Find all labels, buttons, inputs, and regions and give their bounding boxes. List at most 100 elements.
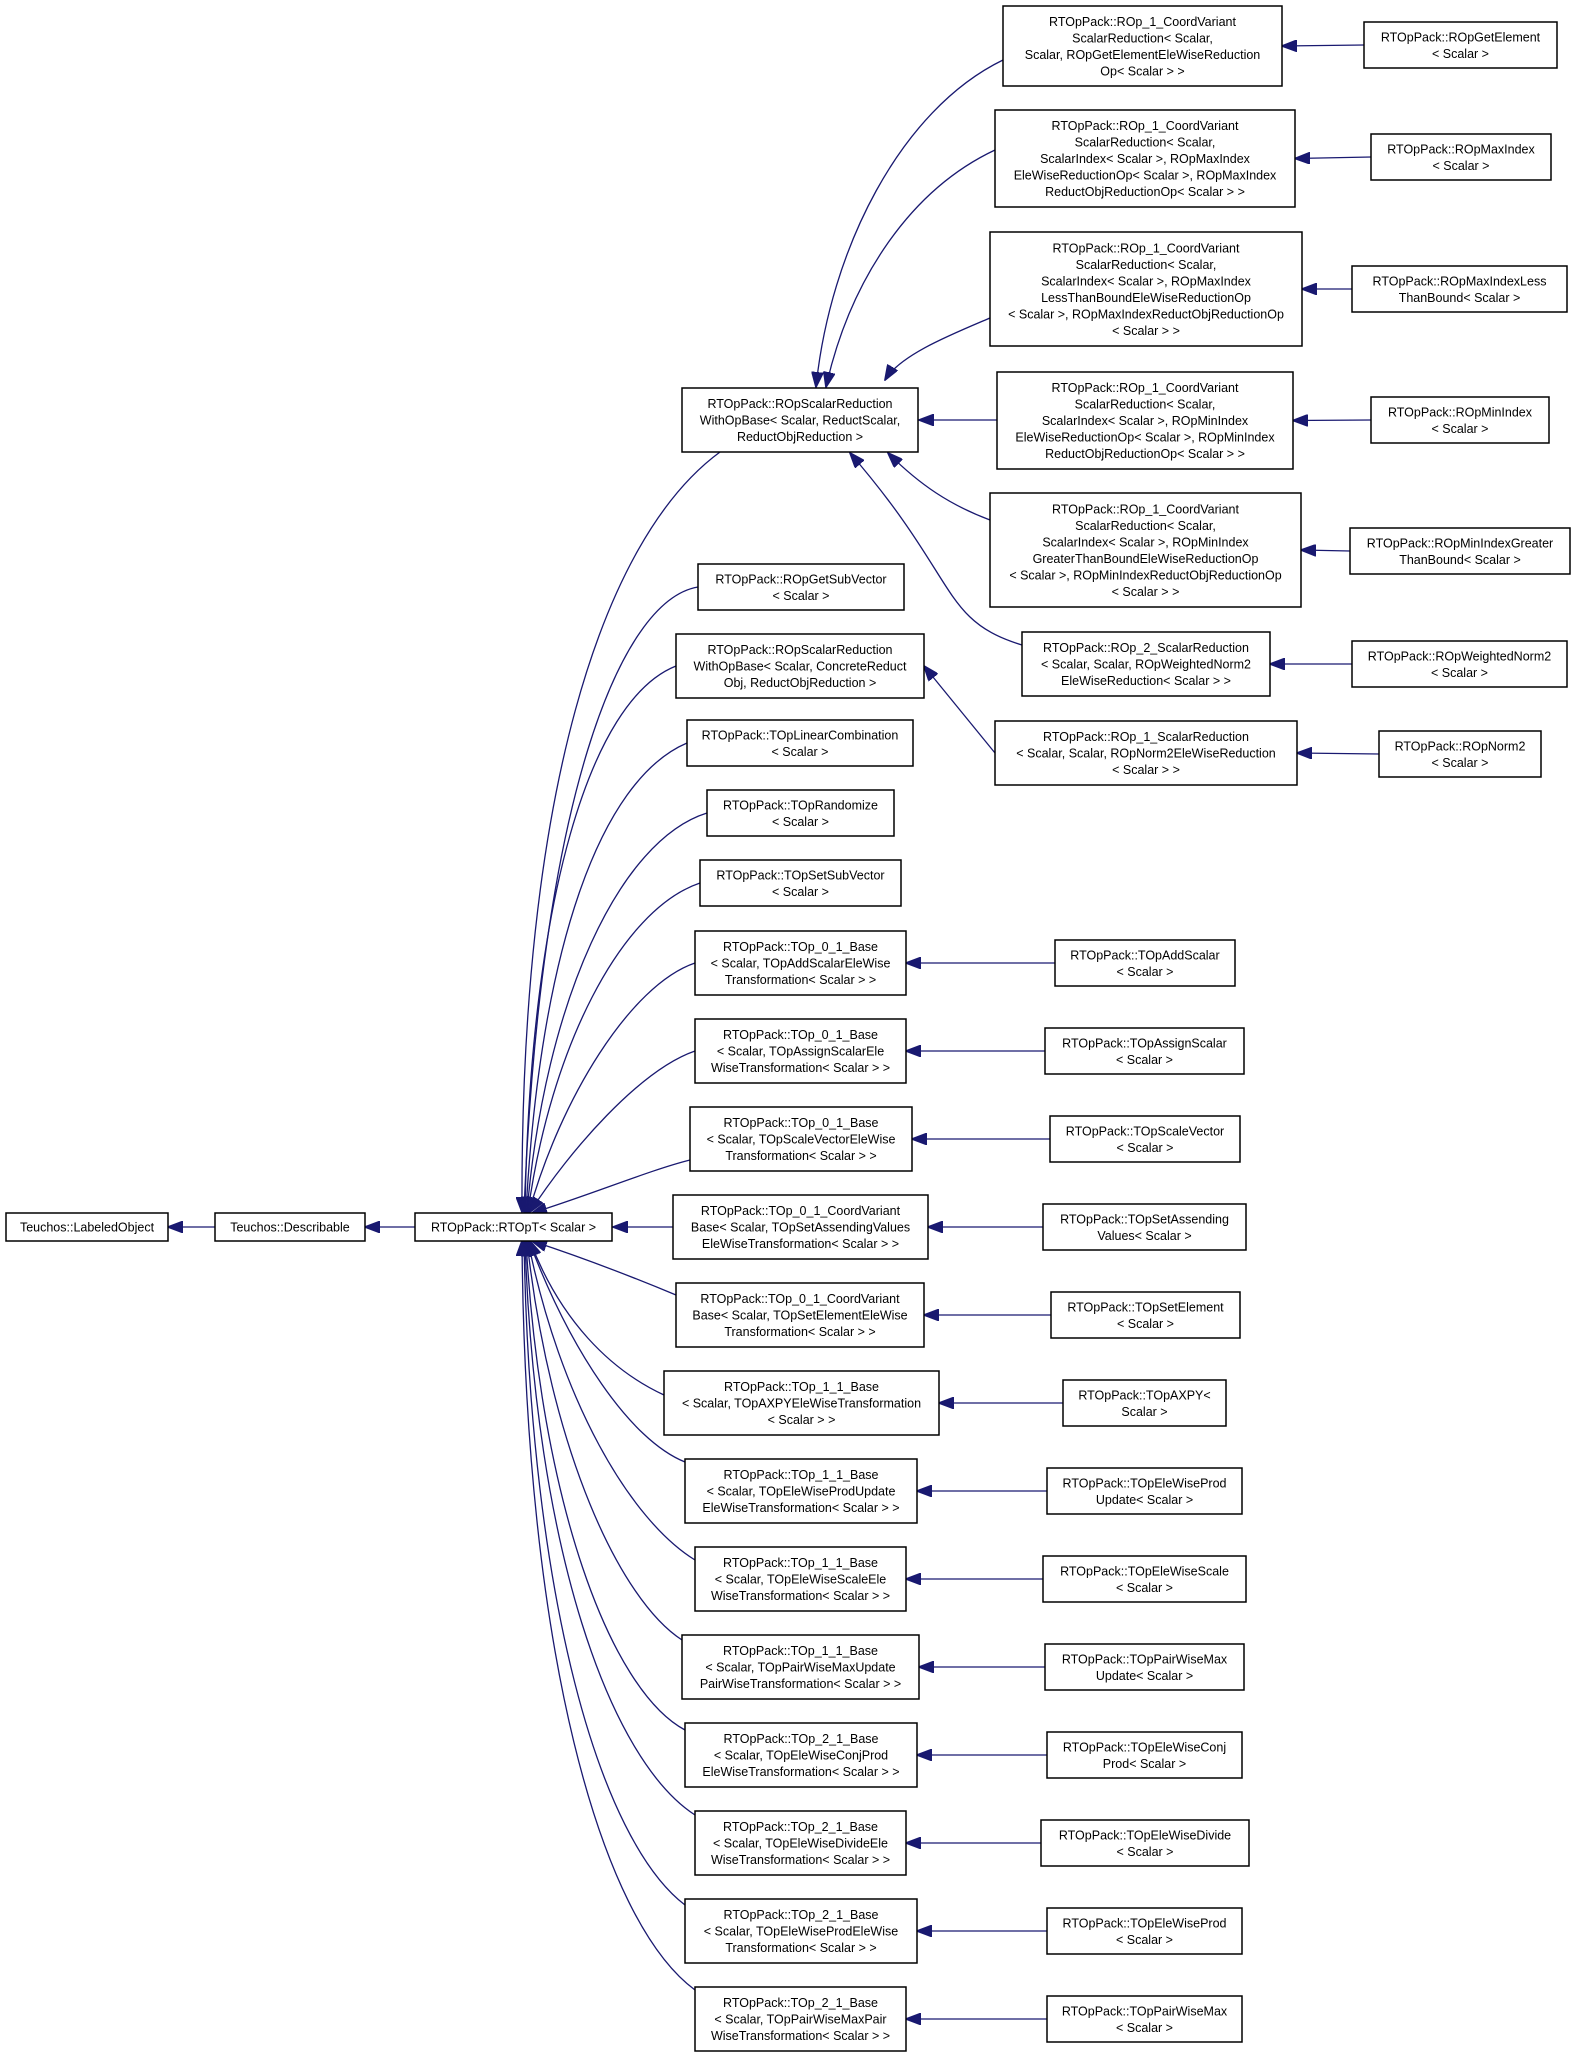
class-node-produpdate[interactable]: RTOpPack::TOpEleWiseProdUpdate< Scalar > [1046,1467,1243,1515]
class-node-t11d[interactable]: RTOpPack::TOp_1_1_Base< Scalar, TOpPairW… [681,1634,920,1700]
class-node-srw2[interactable]: RTOpPack::ROpScalarReductionWithOpBase< … [675,633,925,699]
edge-t01b-to-rtopt [530,1050,696,1212]
class-node-t21b[interactable]: RTOpPack::TOp_2_1_Base< Scalar, TOpEleWi… [694,1810,907,1876]
class-node-label-line: < Scalar, TOpPairWiseMaxUpdate [705,1661,895,1675]
class-node-box [214,1212,366,1242]
class-node-maxidx[interactable]: RTOpPack::ROpMaxIndex< Scalar > [1370,133,1552,181]
class-node-setsub[interactable]: RTOpPack::TOpSetSubVector< Scalar > [699,859,902,907]
edge-maxidx-to-cv2 [1295,157,1372,159]
class-node-r1[interactable]: RTOpPack::ROp_1_ScalarReduction< Scalar,… [994,720,1298,786]
class-node-label-line: RTOpPack::ROpNorm2 [1395,739,1526,753]
class-node-cv4[interactable]: RTOpPack::ROp_1_CoordVariantScalarReduct… [996,371,1294,470]
class-node-label-line: RTOpPack::ROp_1_CoordVariant [1052,381,1239,395]
class-node-axpy[interactable]: RTOpPack::TOpAXPY< Scalar > [1062,1379,1227,1427]
class-node-minidx[interactable]: RTOpPack::ROpMinIndex< Scalar > [1370,396,1550,444]
class-node-label-line: < Scalar > > [1112,763,1180,777]
class-node-label-line: ScalarIndex< Scalar >, ROpMinIndex [1042,414,1249,428]
class-node-label-line: RTOpPack::ROpScalarReduction [707,397,892,411]
class-node-getelem[interactable]: RTOpPack::ROpGetElement< Scalar > [1363,21,1558,69]
class-node-label-line: ScalarReduction< Scalar, [1075,519,1216,533]
class-node-divide[interactable]: RTOpPack::TOpEleWiseDivide< Scalar > [1040,1819,1250,1867]
class-node-box [694,1018,907,1084]
class-node-box [989,231,1303,347]
class-node-t11a[interactable]: RTOpPack::TOp_1_1_Base< Scalar, TOpAXPYE… [663,1370,940,1436]
class-node-conjprod[interactable]: RTOpPack::TOpEleWiseConjProd< Scalar > [1046,1731,1243,1779]
class-node-box [681,387,919,453]
class-node-t11c[interactable]: RTOpPack::TOp_1_1_Base< Scalar, TOpEleWi… [694,1546,907,1612]
class-node-getsub[interactable]: RTOpPack::ROpGetSubVector< Scalar > [697,563,905,611]
class-node-label-line: < Scalar > [1433,159,1490,173]
edges-layer [168,45,1380,2019]
class-node-wnorm2[interactable]: RTOpPack::ROpWeightedNorm2< Scalar > [1351,640,1568,688]
class-node-label-line: < Scalar > [1116,1053,1173,1067]
class-node-labeled[interactable]: Teuchos::LabeledObject [5,1212,169,1242]
class-node-label-line: < Scalar > [1116,2021,1173,2035]
class-node-scalevector[interactable]: RTOpPack::TOpScaleVector< Scalar > [1049,1115,1241,1163]
class-node-norm2[interactable]: RTOpPack::ROpNorm2< Scalar > [1378,730,1542,778]
edge-t11b-to-rtopt [529,1241,686,1463]
class-node-t11b[interactable]: RTOpPack::TOp_1_1_Base< Scalar, TOpEleWi… [684,1458,918,1524]
class-node-box [684,1898,918,1964]
class-node-assignscalar[interactable]: RTOpPack::TOpAssignScalar< Scalar > [1044,1027,1245,1075]
class-node-pwmaxupdate[interactable]: RTOpPack::TOpPairWiseMaxUpdate< Scalar > [1044,1643,1245,1691]
class-node-cv3[interactable]: RTOpPack::ROp_1_CoordVariantScalarReduct… [989,231,1303,347]
class-node-label-line: Prod< Scalar > [1103,1757,1186,1771]
class-node-label-line: Teuchos::LabeledObject [20,1221,155,1235]
edge-linear-to-rtopt [526,742,688,1212]
class-node-elescale[interactable]: RTOpPack::TOpEleWiseScale< Scalar > [1042,1555,1247,1603]
edge-cv3-to-srw1 [885,317,991,380]
class-node-t21c[interactable]: RTOpPack::TOp_2_1_Base< Scalar, TOpEleWi… [684,1898,918,1964]
class-node-cv1[interactable]: RTOpPack::ROp_1_CoordVariantScalarReduct… [1002,5,1283,87]
class-node-srw1[interactable]: RTOpPack::ROpScalarReductionWithOpBase< … [681,387,919,453]
class-node-t21d[interactable]: RTOpPack::TOp_2_1_Base< Scalar, TOpPairW… [694,1986,907,2052]
class-node-linear[interactable]: RTOpPack::TOpLinearCombination< Scalar > [686,719,914,767]
class-node-label-line: < Scalar > [1116,1581,1173,1595]
class-node-cv5[interactable]: RTOpPack::ROp_1_CoordVariantScalarReduct… [989,492,1302,608]
edge-cv2-to-srw1 [826,149,996,387]
class-node-box [684,1722,918,1788]
class-node-random[interactable]: RTOpPack::TOpRandomize< Scalar > [706,789,895,837]
class-node-label-line: < Scalar, TOpScaleVectorEleWise [707,1133,896,1147]
edge-r1-to-srw2 [924,666,996,754]
class-node-label-line: < Scalar > [1117,1845,1174,1859]
class-node-label-line: RTOpPack::TOp_1_1_Base [724,1380,879,1394]
class-node-pwmax[interactable]: RTOpPack::TOpPairWiseMax< Scalar > [1046,1995,1243,2043]
class-node-label-line: WiseTransformation< Scalar > > [711,1853,890,1867]
class-node-label-line: Obj, ReductObjReduction > [724,676,877,690]
class-node-label-line: < Scalar > [1117,1141,1174,1155]
class-node-t01c[interactable]: RTOpPack::TOp_0_1_Base< Scalar, TOpScale… [689,1106,913,1172]
edge-t21a-to-rtopt [526,1241,686,1731]
class-node-cv2[interactable]: RTOpPack::ROp_1_CoordVariantScalarReduct… [994,109,1296,208]
class-node-eleprod[interactable]: RTOpPack::TOpEleWiseProd< Scalar > [1046,1907,1243,1955]
class-node-setelement[interactable]: RTOpPack::TOpSetElement< Scalar > [1050,1291,1241,1339]
class-node-label-line: Update< Scalar > [1096,1669,1193,1683]
class-node-box [1046,1907,1243,1955]
class-node-r2[interactable]: RTOpPack::ROp_2_ScalarReduction< Scalar,… [1021,631,1271,697]
class-node-box [675,1282,925,1348]
edge-t01cv2-to-rtopt [532,1241,677,1296]
class-node-label-line: ScalarIndex< Scalar >, ROpMinIndex [1042,535,1249,549]
edge-cv5-to-srw1 [888,453,991,521]
class-node-label-line: RTOpPack::TOp_1_1_Base [724,1468,879,1482]
class-node-label-line: RTOpPack::TOpSetAssending [1060,1212,1229,1226]
class-node-t21a[interactable]: RTOpPack::TOp_2_1_Base< Scalar, TOpEleWi… [684,1722,918,1788]
class-node-label-line: RTOpPack::TOp_0_1_CoordVariant [701,1204,901,1218]
class-node-setassending[interactable]: RTOpPack::TOpSetAssendingValues< Scalar … [1042,1203,1247,1251]
class-node-label-line: EleWiseTransformation< Scalar > > [702,1501,899,1515]
class-node-label-line: ScalarReduction< Scalar, [1075,136,1216,150]
edge-t21c-to-rtopt [524,1241,686,1906]
class-node-addscalar[interactable]: RTOpPack::TOpAddScalar< Scalar > [1054,939,1236,987]
class-node-rtopt[interactable]: RTOpPack::RTOpT< Scalar > [414,1212,613,1242]
class-node-label-line: EleWiseReductionOp< Scalar >, ROpMinInde… [1015,431,1275,445]
class-node-label-line: Values< Scalar > [1097,1229,1191,1243]
class-node-label-line: < Scalar, TOpAddScalarEleWise [711,957,891,971]
class-node-t01a[interactable]: RTOpPack::TOp_0_1_Base< Scalar, TOpAddSc… [694,930,907,996]
class-node-describable[interactable]: Teuchos::Describable [214,1212,366,1242]
class-node-t01b[interactable]: RTOpPack::TOp_0_1_Base< Scalar, TOpAssig… [694,1018,907,1084]
class-node-label-line: ReductObjReduction > [737,430,863,444]
class-node-label-line: WithOpBase< Scalar, ReductScalar, [700,414,900,428]
